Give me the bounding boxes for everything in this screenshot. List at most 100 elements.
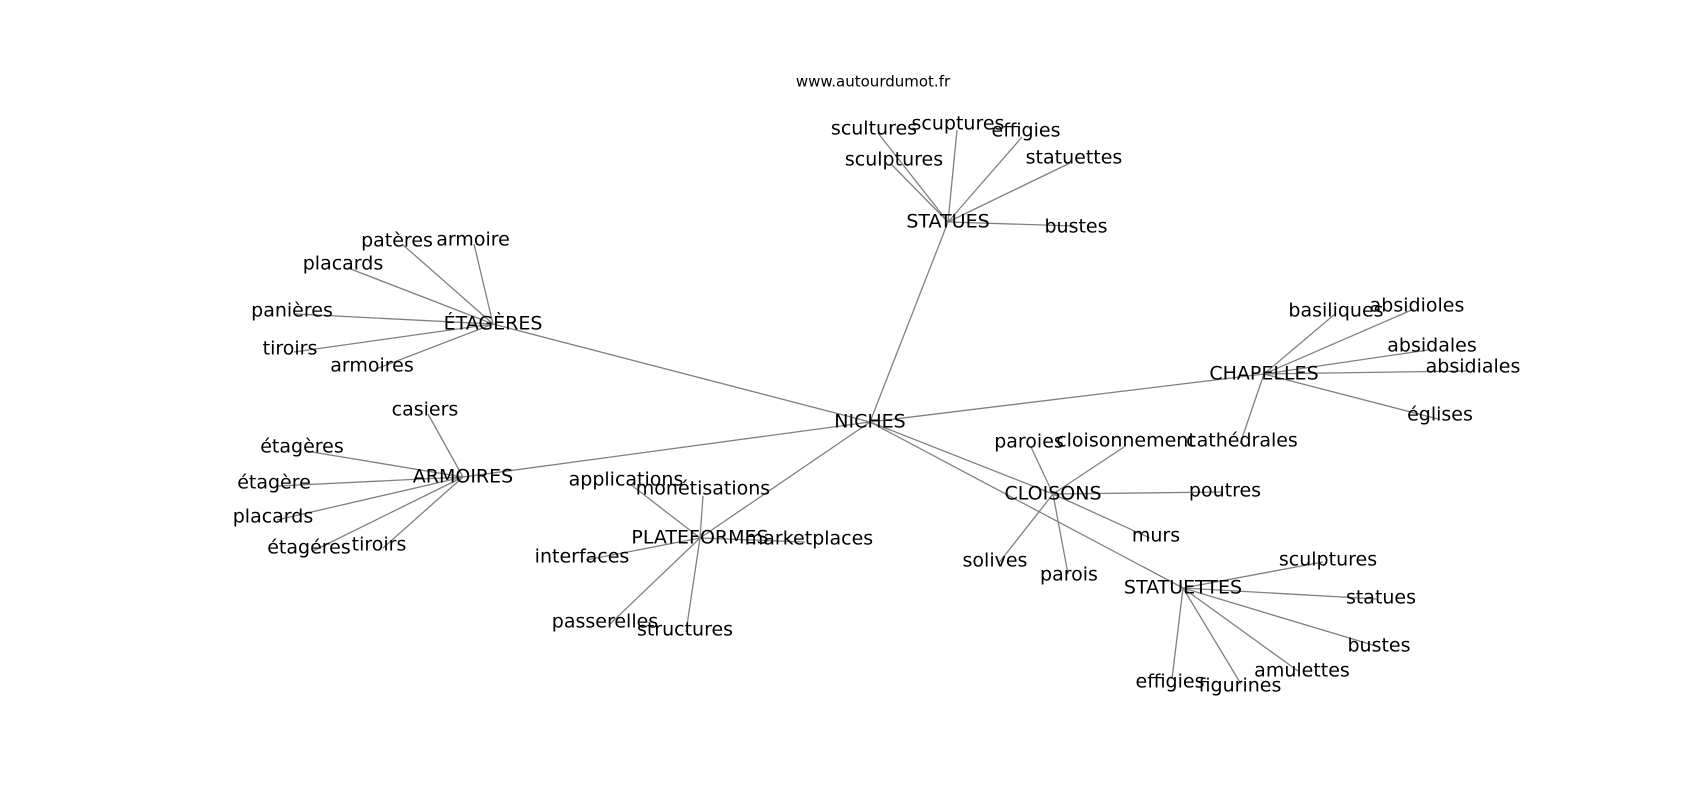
word-node-label: placards <box>303 253 384 275</box>
edge-hub-to-word <box>295 313 494 325</box>
edge-center-to-hub <box>699 421 871 539</box>
edge-hub-to-word <box>1182 587 1378 600</box>
word-node-label: bustes <box>1347 635 1410 657</box>
word-node-label: panières <box>251 300 333 322</box>
edge-hub-to-word <box>1182 587 1299 672</box>
edge-hub-to-word <box>699 495 704 539</box>
word-node-label: sculptures <box>1279 549 1377 571</box>
edge-hub-to-word <box>1182 587 1242 685</box>
word-node-label: étagère <box>237 472 311 494</box>
word-node-label: parois <box>1040 564 1098 586</box>
edge-center-to-hub <box>869 221 949 423</box>
edge-hub-to-word <box>1263 349 1429 375</box>
edge-hub-to-word <box>891 164 949 223</box>
word-node-label: figurines <box>1199 675 1282 697</box>
word-node-label: casiers <box>392 399 459 421</box>
word-node-label: absidioles <box>1370 295 1465 317</box>
word-node-label: structures <box>637 619 733 641</box>
edge-center-to-hub <box>869 421 1054 495</box>
source-watermark: www.autourdumot.fr <box>796 73 951 91</box>
edge-hub-to-word <box>277 476 464 487</box>
edge-hub-to-word <box>1052 446 1125 495</box>
edge-hub-to-word <box>1182 587 1377 647</box>
word-node-label: scultures <box>831 118 917 140</box>
edge-center-to-hub <box>492 323 871 423</box>
edge-hub-to-word <box>1263 313 1336 375</box>
edge-hub-to-word <box>1263 308 1415 375</box>
edge-hub-to-word <box>401 243 494 325</box>
word-node-label: effigies <box>992 120 1061 142</box>
word-node-label: tiroirs <box>263 338 318 360</box>
hub-node-label: STATUES <box>906 211 989 233</box>
edge-hub-to-word <box>947 162 1071 223</box>
edge-hub-to-word <box>1030 446 1054 495</box>
graph-edges <box>276 129 1468 685</box>
word-node-label: cloisonnement <box>1056 430 1196 452</box>
edge-hub-to-word <box>1182 561 1324 589</box>
word-node-label: murs <box>1132 525 1180 547</box>
word-node-label: passerelles <box>552 611 658 633</box>
edge-hub-to-word <box>877 132 949 223</box>
word-node-label: solives <box>963 550 1028 572</box>
word-node-label: bustes <box>1044 216 1107 238</box>
word-node-label: scuptures <box>912 113 1005 135</box>
word-node-label: interfaces <box>535 546 630 568</box>
word-node-label: patères <box>361 230 433 252</box>
word-node-label: paroies <box>994 431 1064 453</box>
word-node-label: absidales <box>1387 335 1476 357</box>
edge-hub-to-word <box>1263 373 1439 420</box>
edge-hub-to-word <box>312 476 464 552</box>
edge-center-to-hub <box>462 421 871 478</box>
word-node-label: poutres <box>1189 480 1261 502</box>
word-node-label: placards <box>233 506 314 528</box>
edge-hub-to-word <box>685 537 701 633</box>
word-node-label: monétisations <box>636 478 770 500</box>
word-node-label: étagères <box>260 436 344 458</box>
hub-node-label: CLOISONS <box>1004 483 1101 505</box>
edge-hub-to-word <box>1171 587 1184 680</box>
word-node-label: tiroirs <box>352 534 407 556</box>
edge-center-to-hub <box>869 373 1265 423</box>
edge-center-to-hub <box>869 421 1184 589</box>
word-node-label: sculptures <box>845 149 943 171</box>
edge-hub-to-word <box>1052 493 1069 575</box>
edge-hub-to-word <box>947 221 1075 227</box>
edge-hub-to-word <box>585 537 701 561</box>
edge-hub-to-word <box>382 476 464 549</box>
edge-hub-to-word <box>473 243 494 325</box>
hub-node-label: PLATEFORMES <box>631 527 768 549</box>
word-node-label: étagéres <box>267 537 351 559</box>
word-node-label: amulettes <box>1254 660 1350 682</box>
word-node-label: églises <box>1407 404 1473 426</box>
edge-hub-to-word <box>609 537 701 625</box>
hub-node-label: STATUETTES <box>1124 577 1242 599</box>
edge-hub-to-word <box>629 483 701 539</box>
hub-node-label: ARMOIRES <box>413 466 513 488</box>
edge-hub-to-word <box>1239 373 1265 445</box>
word-node-label: basiliques <box>1288 300 1383 322</box>
edge-hub-to-word <box>947 129 958 223</box>
edge-hub-to-word <box>947 136 1023 223</box>
edge-hub-to-word <box>699 537 806 543</box>
word-node-label: statuettes <box>1026 147 1123 169</box>
hub-node-label: CHAPELLES <box>1209 363 1318 385</box>
word-node-label: cathédrales <box>1186 430 1298 452</box>
word-node-label: armoire <box>436 229 510 251</box>
edge-hub-to-word <box>293 323 494 353</box>
graph-labels: www.autourdumot.fr NICHES STATUES sculture… <box>233 73 1521 697</box>
edge-hub-to-word <box>276 476 464 521</box>
edge-hub-to-word <box>347 267 494 325</box>
edge-hub-to-word <box>305 450 464 478</box>
edge-hub-to-word <box>997 493 1054 565</box>
word-node-label: statues <box>1346 587 1416 609</box>
edge-hub-to-word <box>1263 370 1468 375</box>
word-node-label: marketplaces <box>745 528 873 550</box>
center-node-label: NICHES <box>834 411 905 433</box>
edge-hub-to-word <box>375 323 494 370</box>
hub-node-label: ÉTAGÈRES <box>444 312 543 335</box>
edge-hub-to-word <box>1052 491 1224 495</box>
edge-hub-to-word <box>427 413 464 478</box>
word-node-label: effigies <box>1136 671 1205 693</box>
word-node-label: armoires <box>330 355 414 377</box>
